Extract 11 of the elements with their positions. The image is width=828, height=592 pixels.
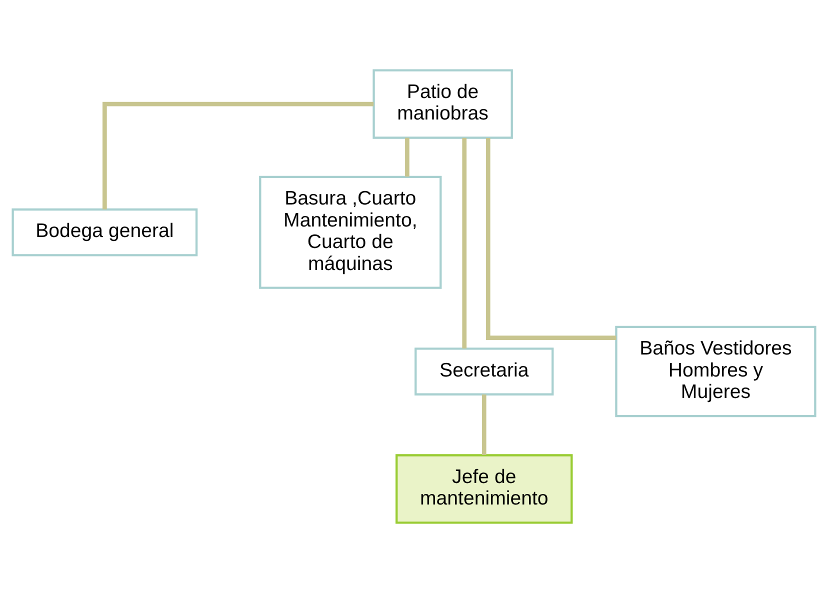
node-box: Baños Vestidores Hombres y Mujeres (615, 325, 816, 417)
connector (486, 138, 616, 340)
connector (482, 394, 486, 454)
node-box: Secretaria (414, 347, 554, 395)
connector (462, 137, 467, 348)
node-box: Basura ,Cuarto Mantenimiento, Cuarto de máquinas (259, 175, 442, 288)
node-box: Jefe de mantenimiento (396, 454, 573, 524)
node-box: Bodega general (12, 208, 198, 256)
connector (405, 137, 410, 176)
connector (102, 101, 374, 209)
node-box: Patio de maniobras (372, 68, 513, 138)
